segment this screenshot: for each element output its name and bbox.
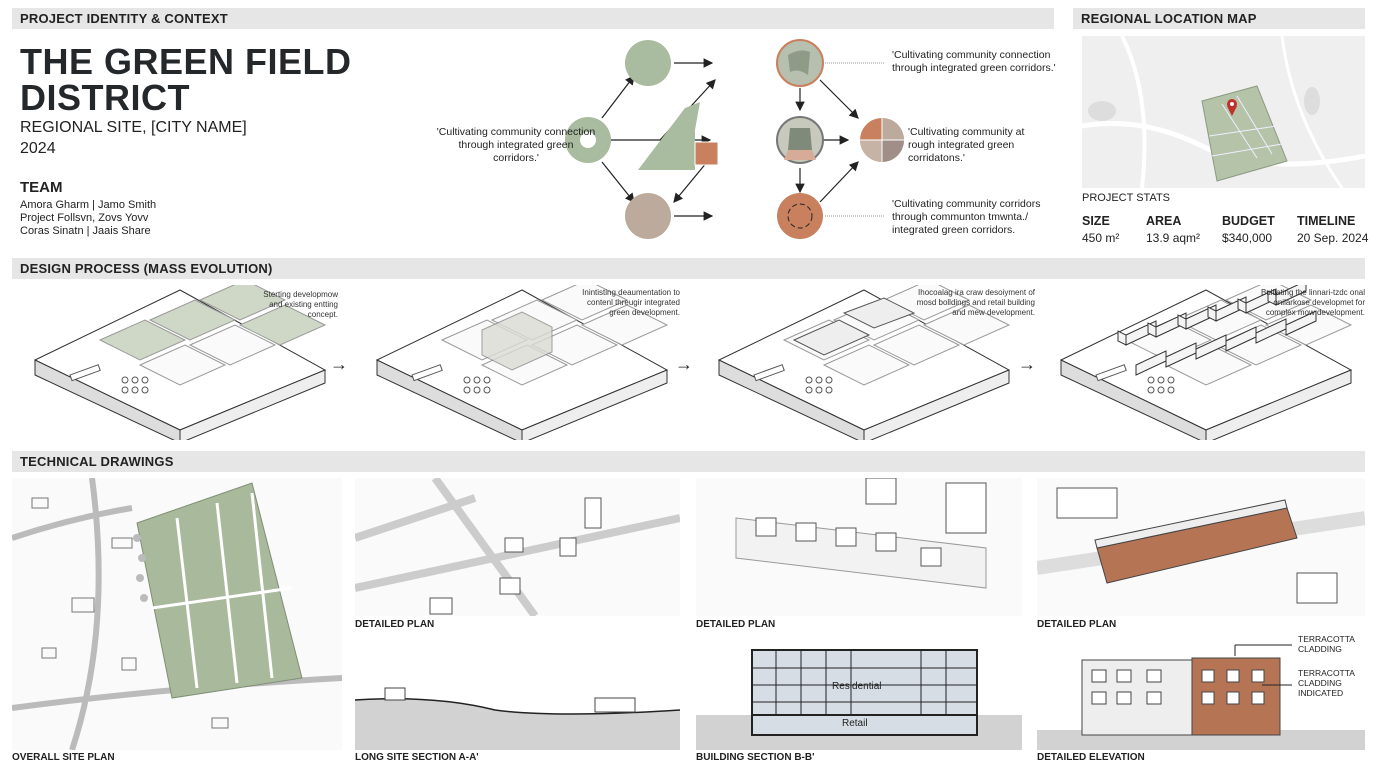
quote-left: 'Cultivating community connection throug… bbox=[436, 126, 596, 164]
quote-mid-right: 'Cultivating community at rough integrat… bbox=[908, 126, 1025, 164]
team-heading: TEAM bbox=[20, 179, 63, 196]
label-detailed-plan-3: DETAILED PLAN bbox=[1037, 619, 1117, 630]
step-caption-2: Inintisting deaumentation to contenl thr… bbox=[582, 288, 680, 317]
detailed-plan-3 bbox=[1037, 478, 1365, 616]
project-location: REGIONAL SITE, [CITY NAME] bbox=[20, 119, 247, 136]
section-label-residential: Residential bbox=[832, 681, 882, 692]
team-member: Amora Gharm | Jamo Smith bbox=[20, 199, 157, 211]
elevation-note-2: TERRACOTTA CLADDING INDICATED bbox=[1298, 668, 1355, 698]
title-line-2: DISTRICT bbox=[20, 77, 190, 118]
section-header-process: DESIGN PROCESS (MASS EVOLUTION) bbox=[12, 258, 1365, 279]
quote-bottom-right: 'Cultivating community corridors through… bbox=[892, 198, 1041, 236]
arrow-icon: → bbox=[1018, 354, 1036, 374]
step-caption-3: Ihocoalag ira craw desoiyment of mosd bo… bbox=[916, 288, 1035, 317]
quote-top-right: 'Cultivating community connection throug… bbox=[892, 49, 1056, 74]
step-caption-4: Bulilating the linnari-tzdc onal onilark… bbox=[1260, 288, 1365, 317]
section-header-identity: PROJECT IDENTITY & CONTEXT bbox=[12, 8, 1054, 29]
mass-evolution-step-3 bbox=[717, 285, 1011, 440]
arrow-icon: → bbox=[675, 354, 693, 374]
detailed-plan-2 bbox=[696, 478, 1022, 616]
label-site-plan: OVERALL SITE PLAN bbox=[12, 752, 115, 763]
label-detailed-plan-1: DETAILED PLAN bbox=[355, 619, 435, 630]
site-parcel bbox=[1201, 85, 1288, 182]
team-member: Project Follsvn, Zovs Yovv bbox=[20, 212, 149, 224]
detailed-plan-1 bbox=[355, 478, 680, 616]
detailed-elevation-drawing bbox=[1037, 644, 1365, 750]
title-line-1: THE GREEN FIELD bbox=[20, 41, 352, 82]
section-label-retail: Retail bbox=[842, 718, 868, 729]
arrow-icon: → bbox=[330, 354, 348, 374]
step-caption-1: Sterting developmow and existing entting… bbox=[263, 290, 338, 319]
node-cycle bbox=[777, 193, 823, 239]
node-sage bbox=[625, 40, 671, 86]
mass-evolution-step-4 bbox=[1059, 285, 1353, 440]
section-header-map: REGIONAL LOCATION MAP bbox=[1073, 8, 1365, 29]
node-taupe bbox=[625, 193, 671, 239]
team-list: Amora Gharm | Jamo Smith Project Follsvn… bbox=[20, 199, 156, 238]
project-year: 2024 bbox=[20, 140, 56, 157]
node-shape bbox=[638, 102, 700, 170]
long-site-section-drawing bbox=[355, 687, 680, 750]
mass-evolution-step-2 bbox=[375, 285, 669, 440]
label-long-section: LONG SITE SECTION A-A' bbox=[355, 752, 479, 763]
stats-heading: PROJECT STATS bbox=[1082, 192, 1171, 204]
mass-evolution-step-1 bbox=[33, 285, 327, 440]
location-map[interactable] bbox=[1082, 36, 1365, 188]
elevation-note-1: TERRACOTTA CLADDING bbox=[1298, 634, 1355, 654]
label-elevation: DETAILED ELEVATION bbox=[1037, 752, 1145, 763]
section-header-technical: TECHNICAL DRAWINGS bbox=[12, 451, 1365, 472]
node-quadrant bbox=[860, 118, 904, 162]
stat-budget: BUDGET$340,000 bbox=[1222, 214, 1275, 245]
team-member: Coras Sinatn | Jaais Share bbox=[20, 225, 151, 237]
concept-diagram bbox=[565, 39, 904, 239]
map-pin-icon bbox=[1227, 99, 1237, 116]
label-detailed-plan-2: DETAILED PLAN bbox=[696, 619, 776, 630]
overall-site-plan-drawing bbox=[12, 478, 342, 750]
node-square bbox=[694, 141, 719, 166]
label-building-section: BUILDING SECTION B-B' bbox=[696, 752, 815, 763]
building-section-drawing bbox=[696, 649, 1022, 750]
